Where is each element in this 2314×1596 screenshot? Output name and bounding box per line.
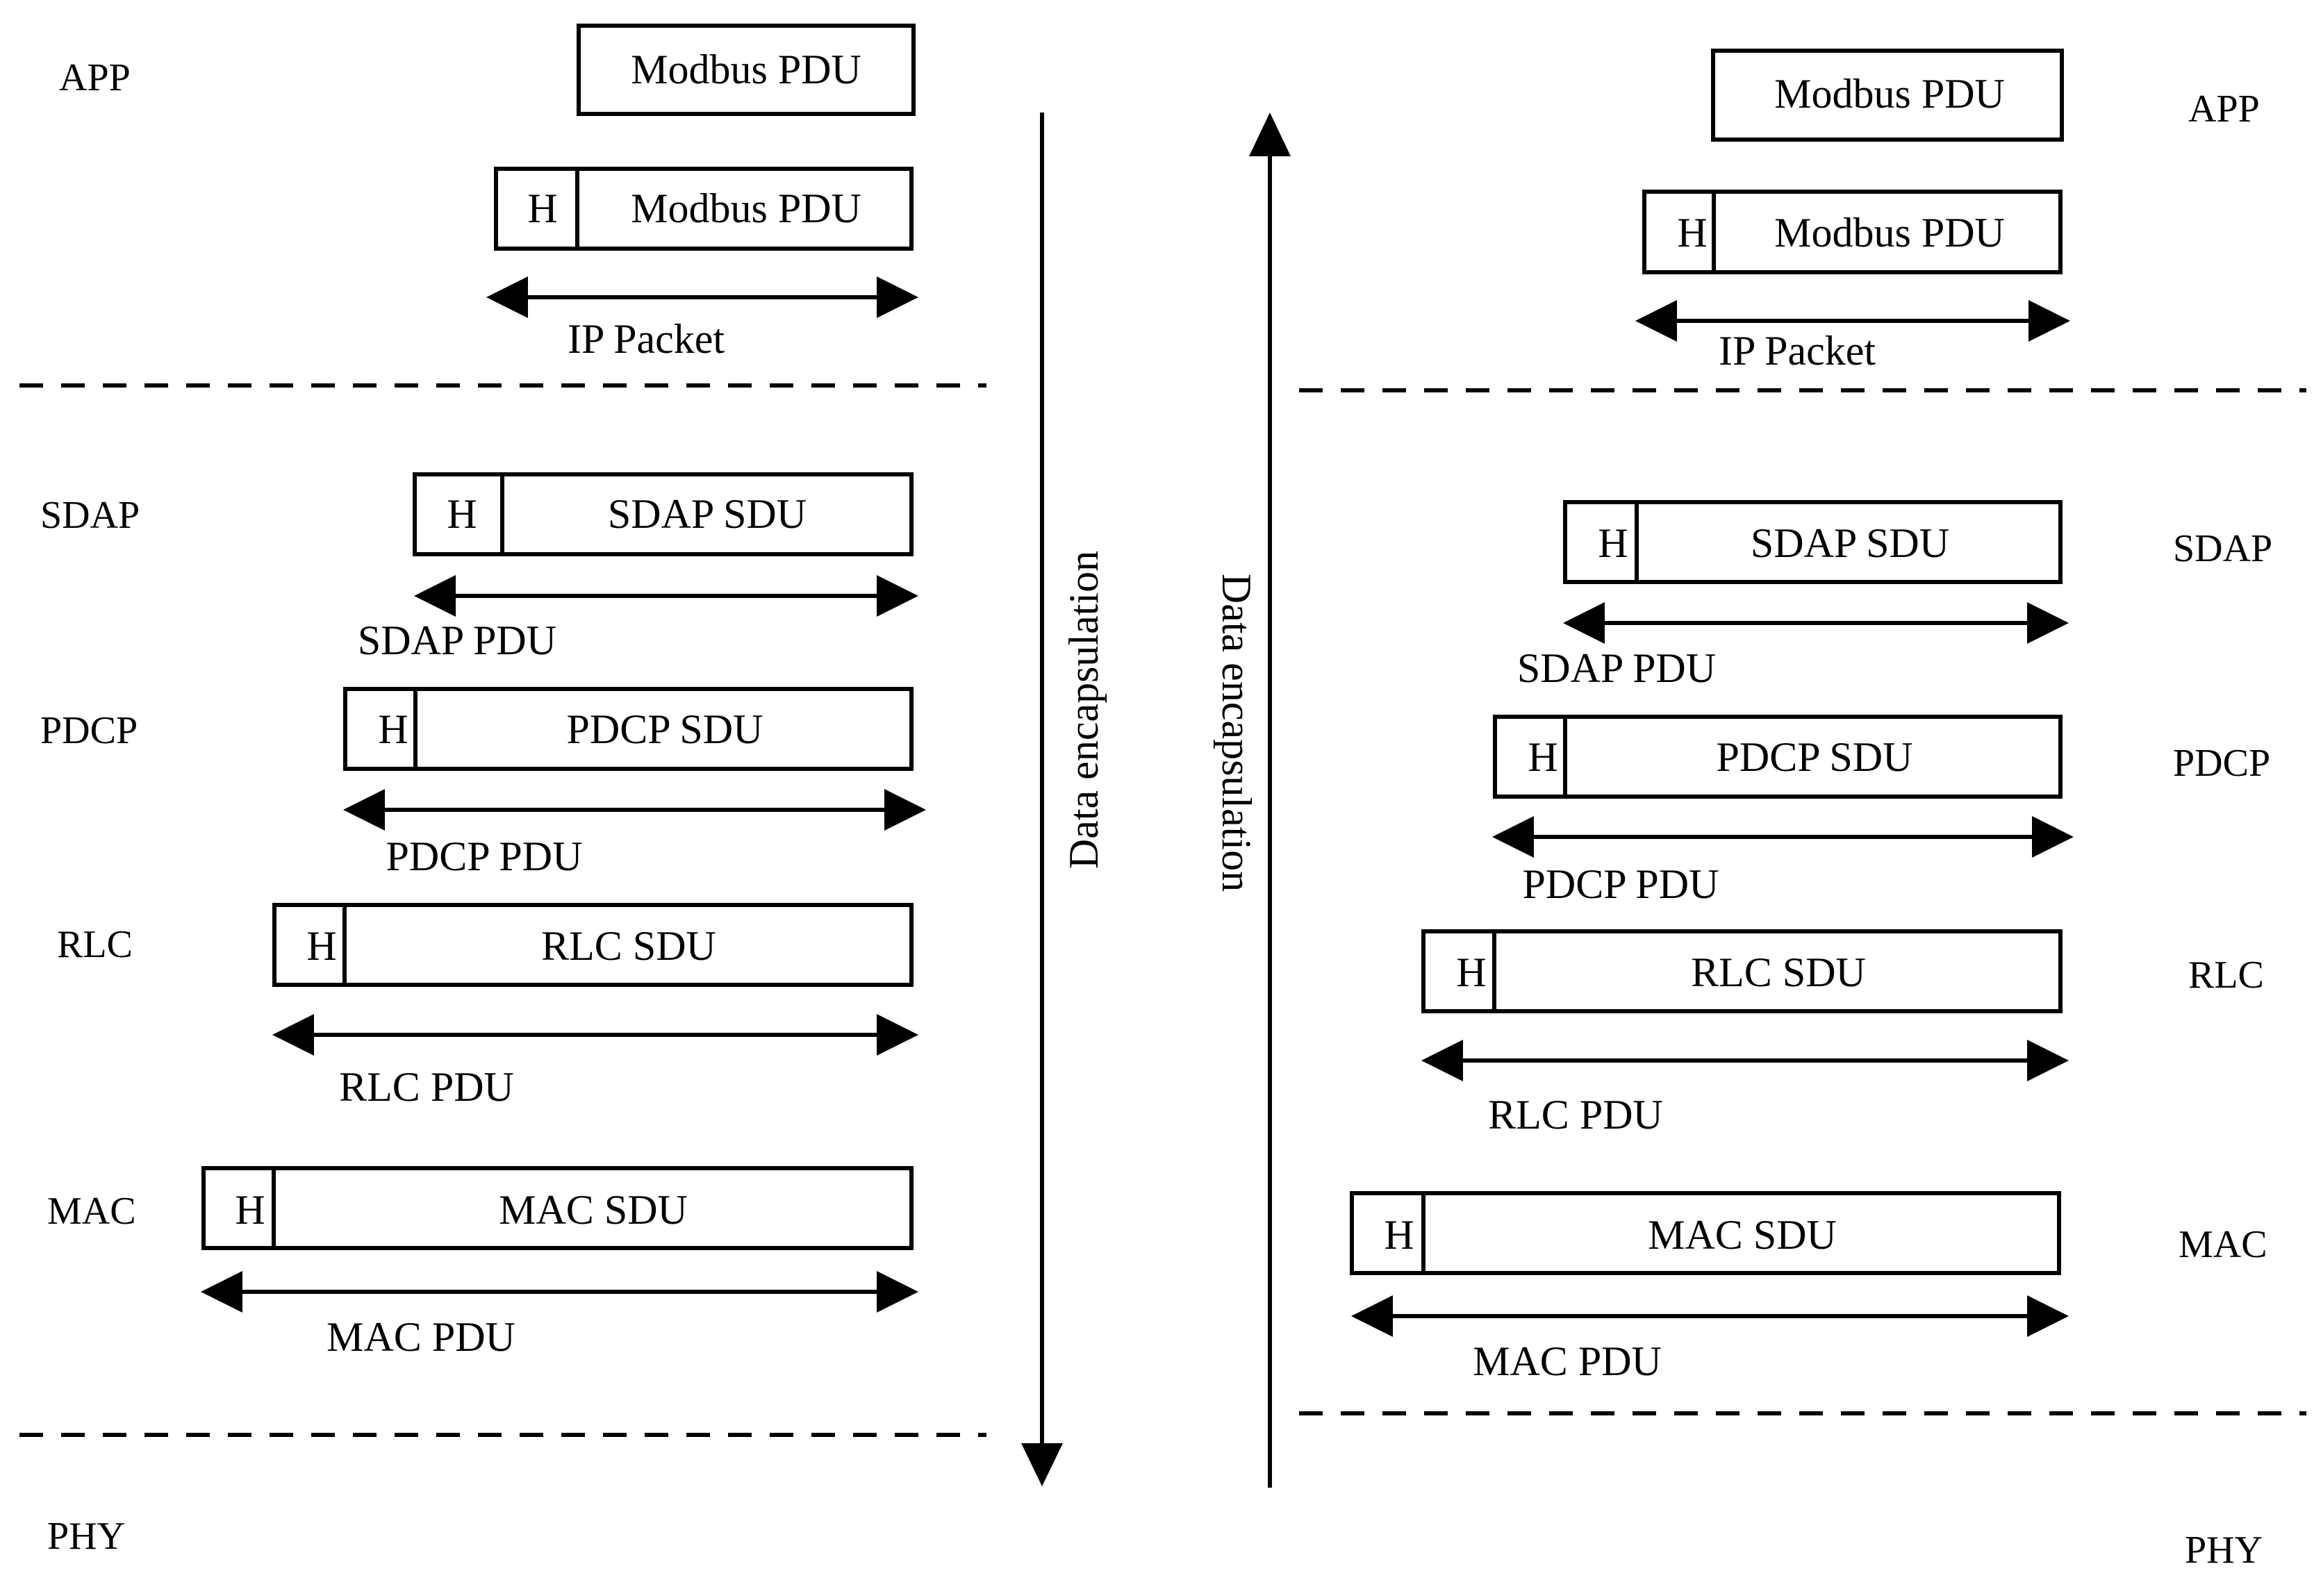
left-rlc-span-label: RLC PDU — [339, 1064, 514, 1110]
right-ip-payload: Modbus PDU — [1774, 210, 2005, 256]
left-rlc-payload: RLC SDU — [541, 923, 716, 969]
left-mac-header: H — [235, 1187, 265, 1233]
right-pdcp-payload: PDCP SDU — [1717, 734, 1913, 780]
left-direction-label: Data encapsulation — [1061, 551, 1107, 869]
right-app-pdu-label: Modbus PDU — [1774, 71, 2005, 117]
right-sdap-span-arrow — [1563, 602, 2069, 644]
left-ip-header: H — [527, 185, 557, 231]
right-ip-header: H — [1677, 210, 1707, 256]
left-sdap-payload: SDAP SDU — [608, 491, 807, 537]
right-direction-arrow — [1249, 113, 1291, 1488]
left-layer-app: APP — [59, 56, 131, 99]
right-rlc-pdu: H RLC SDU — [1421, 929, 2063, 1013]
right-layer-app: APP — [2188, 88, 2260, 131]
left-layer-pdcp: PDCP — [40, 709, 138, 752]
right-direction-label: Data encapsulation — [1214, 574, 1259, 892]
right-stack: Data encapsulation APP SDAP PDCP RLC MAC… — [1214, 49, 2306, 1572]
left-ip-span-label: IP Packet — [568, 316, 725, 362]
right-rlc-payload: RLC SDU — [1691, 949, 1866, 995]
left-app-pdu: Modbus PDU — [577, 24, 916, 116]
right-pdcp-span-label: PDCP PDU — [1523, 861, 1719, 907]
right-rlc-span-label: RLC PDU — [1488, 1092, 1663, 1138]
left-layer-sdap: SDAP — [40, 494, 140, 537]
left-ip-packet: H Modbus PDU — [494, 167, 914, 251]
left-sdap-span-label: SDAP PDU — [358, 617, 556, 663]
left-pdcp-span-label: PDCP PDU — [386, 833, 583, 879]
right-app-pdu: Modbus PDU — [1711, 49, 2064, 142]
right-ip-span-arrow — [1635, 300, 2070, 342]
right-pdcp-pdu: H PDCP SDU — [1493, 715, 2063, 799]
left-direction-arrow — [1021, 113, 1063, 1486]
right-sdap-pdu: H SDAP SDU — [1563, 500, 2063, 584]
left-ip-span-arrow — [486, 276, 918, 318]
right-pdcp-span-arrow — [1492, 816, 2074, 858]
right-ip-packet: H Modbus PDU — [1642, 190, 2063, 274]
right-sdap-span-label: SDAP PDU — [1517, 645, 1716, 691]
right-mac-payload: MAC SDU — [1648, 1212, 1837, 1258]
left-sdap-pdu: H SDAP SDU — [413, 472, 914, 556]
left-layer-rlc: RLC — [57, 923, 133, 966]
left-mac-payload: MAC SDU — [499, 1187, 688, 1233]
right-layer-phy: PHY — [2185, 1529, 2263, 1572]
left-pdcp-payload: PDCP SDU — [567, 706, 763, 752]
right-mac-span-label: MAC PDU — [1473, 1338, 1662, 1384]
right-rlc-span-arrow — [1421, 1040, 2069, 1081]
left-pdcp-span-arrow — [343, 789, 926, 831]
right-ip-span-label: IP Packet — [1719, 328, 1876, 374]
left-sdap-span-arrow — [414, 575, 918, 617]
right-mac-pdu: H MAC SDU — [1350, 1191, 2061, 1275]
left-pdcp-pdu: H PDCP SDU — [343, 687, 914, 771]
left-sdap-header: H — [447, 491, 477, 537]
left-layer-phy: PHY — [47, 1515, 125, 1558]
right-mac-header: H — [1384, 1212, 1414, 1258]
left-app-pdu-label: Modbus PDU — [631, 47, 861, 92]
right-sdap-header: H — [1598, 520, 1628, 566]
left-rlc-header: H — [306, 923, 336, 969]
left-ip-payload: Modbus PDU — [631, 185, 861, 231]
right-mac-span-arrow — [1351, 1295, 2069, 1337]
left-mac-span-arrow — [201, 1271, 918, 1313]
left-stack: APP SDAP PDCP RLC MAC PHY Modbus PDU H M… — [19, 24, 1107, 1558]
right-pdcp-header: H — [1528, 734, 1557, 780]
right-layer-sdap: SDAP — [2173, 527, 2272, 570]
left-rlc-span-arrow — [272, 1014, 918, 1056]
right-layer-rlc: RLC — [2188, 954, 2264, 997]
right-layer-pdcp: PDCP — [2173, 742, 2270, 785]
left-mac-pdu: H MAC SDU — [201, 1166, 914, 1250]
left-mac-span-label: MAC PDU — [327, 1314, 515, 1360]
right-layer-mac: MAC — [2179, 1223, 2267, 1266]
left-layer-mac: MAC — [47, 1190, 136, 1233]
right-sdap-payload: SDAP SDU — [1751, 520, 1949, 566]
right-rlc-header: H — [1456, 949, 1486, 995]
left-pdcp-header: H — [378, 706, 408, 752]
left-rlc-pdu: H RLC SDU — [272, 903, 914, 987]
